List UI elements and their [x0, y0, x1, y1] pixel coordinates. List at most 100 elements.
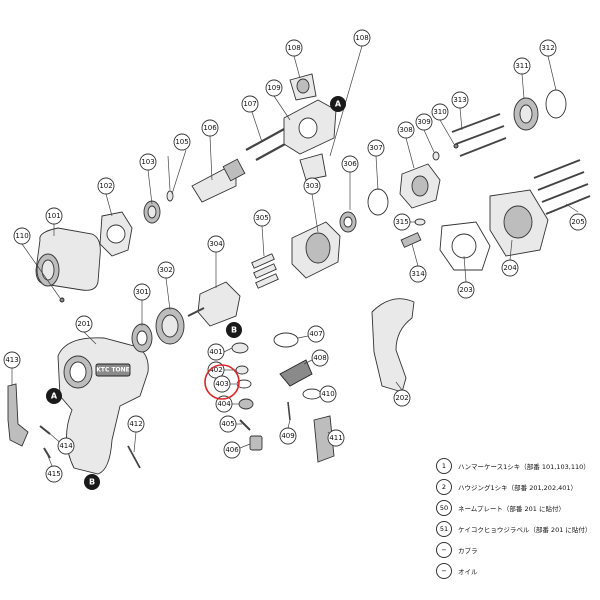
- part-407-plate: [273, 332, 299, 348]
- part-413-trigger: [7, 383, 29, 447]
- legend-row: − オイル: [436, 561, 596, 581]
- svg-text:B: B: [89, 478, 95, 487]
- part-408-switch: [279, 359, 313, 387]
- callout-415: 415: [45, 465, 63, 483]
- legend-text: ネームプレート（部番 201 に貼付）: [458, 505, 565, 513]
- callout-302: 302: [157, 261, 175, 279]
- svg-text:309: 309: [417, 118, 430, 126]
- callout-101: 101: [45, 207, 63, 225]
- highlight-ring-403: [204, 364, 240, 400]
- part-102-gasket: [99, 211, 133, 257]
- callout-205: 205: [569, 213, 587, 231]
- callout-306: 306: [341, 155, 359, 173]
- svg-text:411: 411: [329, 434, 342, 442]
- callout-409: 409: [279, 427, 297, 445]
- part-306-bearing: [339, 211, 357, 233]
- callout-109: 109: [265, 79, 283, 97]
- leader-lines: [11, 45, 579, 467]
- svg-text:A: A: [335, 100, 342, 109]
- svg-text:109: 109: [267, 84, 280, 92]
- callout-305: 305: [253, 209, 271, 227]
- callout-402: 402: [207, 361, 225, 379]
- part-303-cylinder: [291, 221, 341, 279]
- part-404-valve: [238, 398, 254, 410]
- part-405-stem: [239, 419, 251, 431]
- svg-text:402: 402: [209, 366, 222, 374]
- part-202-grip: [371, 298, 415, 393]
- part-411-regulator: [313, 415, 335, 463]
- svg-text:412: 412: [129, 420, 142, 428]
- legend-text: ハンマーケース1シキ（部番 101,103,110）: [458, 463, 590, 471]
- callout-303: 303: [303, 177, 321, 195]
- part-201-housing: KTC TONE: [57, 337, 149, 475]
- svg-text:408: 408: [313, 354, 326, 362]
- callout-105: 105: [173, 133, 191, 151]
- svg-text:404: 404: [217, 400, 231, 408]
- part-307-gasket: [367, 188, 389, 216]
- svg-text:101: 101: [47, 212, 60, 220]
- svg-text:414: 414: [59, 442, 73, 450]
- callout-414: 414: [57, 437, 75, 455]
- part-310-pin: [453, 143, 459, 149]
- legend-text: ケイコクヒョウジラベル（部番 201 に貼付）: [458, 526, 592, 534]
- callout-406: 406: [223, 441, 241, 459]
- callout-314: 314: [409, 265, 427, 283]
- callout-403: 403: [213, 375, 231, 393]
- callout-313: 313: [451, 91, 469, 109]
- callout-407: 407: [307, 325, 325, 343]
- part-304-rotor: [187, 281, 241, 327]
- svg-text:304: 304: [209, 240, 223, 248]
- legend-text: ハウジング1シキ（部番 201,202,401）: [458, 484, 578, 492]
- callout-102: 102: [97, 177, 115, 195]
- part-313-bolts: [451, 113, 507, 157]
- svg-text:110: 110: [15, 232, 28, 240]
- callout-107: 107: [241, 95, 259, 113]
- callout-108-a: 108: [285, 39, 303, 57]
- svg-text:105: 105: [175, 138, 188, 146]
- callout-411: 411: [327, 429, 345, 447]
- callout-312: 312: [539, 39, 557, 57]
- part-315-o-ring: [414, 218, 426, 226]
- legend-number: 2: [436, 479, 452, 495]
- part-406-bushing: [249, 435, 263, 451]
- part-204-cover: [489, 189, 549, 257]
- part-203-gasket: [439, 221, 491, 271]
- svg-text:310: 310: [433, 108, 446, 116]
- svg-text:302: 302: [159, 266, 172, 274]
- svg-text:307: 307: [369, 144, 382, 152]
- part-311-back-plate: [513, 97, 539, 131]
- callout-203: 203: [457, 281, 475, 299]
- callout-103: 103: [139, 153, 157, 171]
- svg-text:B: B: [231, 326, 237, 335]
- callout-110: 110: [13, 227, 31, 245]
- part-312-o-ring: [545, 89, 567, 119]
- legend-text: オイル: [458, 568, 478, 576]
- callout-405: 405: [219, 415, 237, 433]
- marker-a-top: A: [330, 96, 346, 112]
- part-109-hammer-frame: [283, 99, 337, 155]
- part-106-anvil: [191, 158, 246, 203]
- svg-text:410: 410: [321, 390, 334, 398]
- part-403-o-ring: [236, 379, 252, 389]
- callout-412: 412: [127, 415, 145, 433]
- svg-text:312: 312: [541, 44, 554, 52]
- legend-number: −: [436, 542, 452, 558]
- callout-202: 202: [393, 389, 411, 407]
- parts-legend: 1 ハンマーケース1シキ（部番 101,103,110） 2 ハウジング1シキ（…: [436, 456, 596, 582]
- callout-301: 301: [133, 283, 151, 301]
- svg-text:401: 401: [209, 348, 222, 356]
- part-108-hammer-bottom: [299, 153, 327, 181]
- callout-401: 401: [207, 343, 225, 361]
- part-108-hammer-top: [289, 73, 317, 101]
- part-410-ring: [302, 388, 322, 400]
- marker-b-valve: B: [226, 322, 242, 338]
- legend-text: カプラ: [458, 547, 478, 555]
- callout-304: 304: [207, 235, 225, 253]
- callout-404: 404: [215, 395, 233, 413]
- callout-413: 413: [3, 351, 21, 369]
- callout-106: 106: [201, 119, 219, 137]
- callout-309: 309: [415, 113, 433, 131]
- svg-text:205: 205: [571, 218, 584, 226]
- part-412-pin: [127, 445, 141, 469]
